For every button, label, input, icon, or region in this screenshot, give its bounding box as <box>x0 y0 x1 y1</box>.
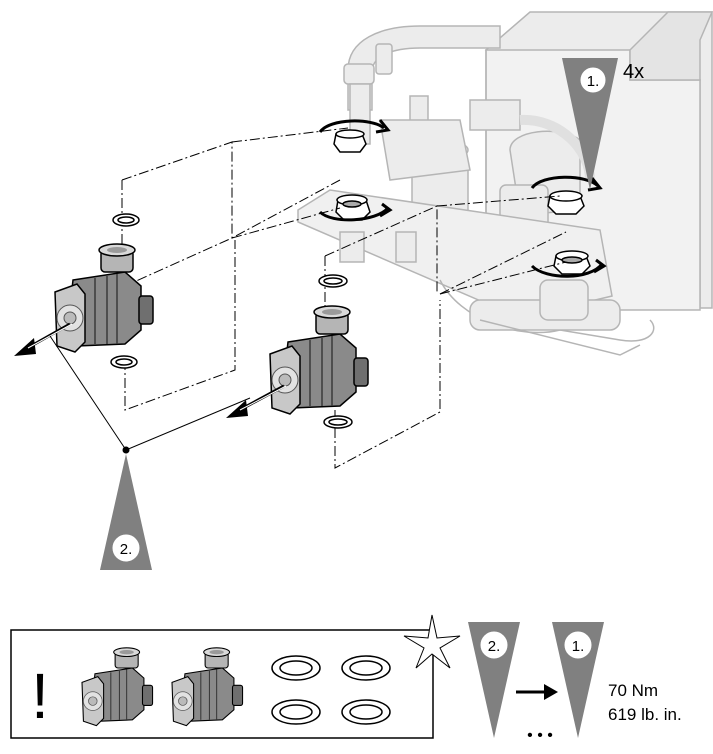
pump-right <box>269 305 369 415</box>
leader-lines <box>49 335 251 454</box>
star-burst-icon <box>403 614 461 669</box>
rotation-arrow-icon <box>318 206 390 222</box>
continuation-dots: • • • <box>527 727 553 744</box>
connection-nuts <box>333 129 591 275</box>
rotation-arrows <box>318 119 607 278</box>
removal-arrow-icon <box>226 384 287 418</box>
step-marker-1: 1. 4x <box>562 58 644 190</box>
parts-legend: ! <box>10 629 434 739</box>
warning-icon: ! <box>31 660 49 732</box>
sequence-arrow-icon <box>516 684 558 700</box>
sequence-step-1-label: 1. <box>572 638 585 655</box>
rotation-arrow-icon <box>530 175 600 190</box>
torque-metric: 70 Nm <box>608 681 658 700</box>
sealing-ring-icon <box>323 415 353 429</box>
sequence-step-1: 1. <box>552 622 604 738</box>
boiler-unit <box>297 11 713 356</box>
rotation-arrow-icon <box>318 119 385 134</box>
step-1-label: 1. <box>587 73 600 90</box>
sealing-ring-icon <box>110 355 138 369</box>
sealing-ring-icon <box>341 655 391 681</box>
sequence-step-2-label: 2. <box>488 638 501 655</box>
step-marker-2: 2. <box>100 454 152 570</box>
sealing-ring-icon <box>271 699 321 725</box>
sequence-step-2: 2. <box>468 622 520 738</box>
sealing-ring-icon <box>271 655 321 681</box>
pump-left <box>54 243 154 353</box>
torque-imperial: 619 lb. in. <box>608 705 682 724</box>
sealing-ring-icon <box>318 274 348 288</box>
sealing-ring-icon <box>112 213 140 227</box>
removal-arrows <box>14 322 287 418</box>
step-2-label: 2. <box>120 541 133 558</box>
repeat-count: 4x <box>623 61 644 83</box>
sealing-rings <box>110 213 353 429</box>
assembly-guide-lines <box>121 127 567 469</box>
sealing-ring-icon <box>341 699 391 725</box>
